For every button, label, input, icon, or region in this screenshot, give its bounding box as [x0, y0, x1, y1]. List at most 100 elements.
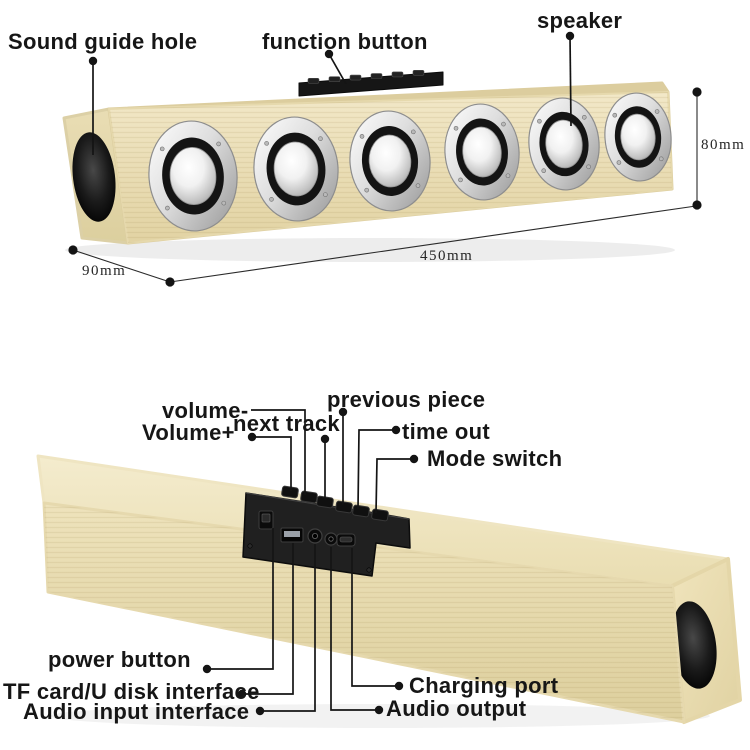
sound-guide-hole-front — [72, 132, 116, 222]
speaker-screw — [364, 187, 370, 193]
leader-dot-audio-output — [374, 705, 384, 715]
speaker-screw — [616, 160, 622, 165]
speaker-screw — [318, 136, 323, 141]
speaker-screw — [221, 200, 227, 206]
speaker-driver-2 — [253, 116, 339, 222]
function-button-strip — [298, 69, 444, 97]
leader-dot-function-button — [324, 49, 334, 59]
dimension-dot — [165, 277, 175, 287]
leader-line-speaker — [569, 35, 572, 127]
speaker-screw — [501, 121, 506, 127]
leader-line-time-out — [357, 429, 396, 510]
panel-screw-left — [247, 543, 253, 549]
speaker-cone — [620, 113, 656, 161]
label-audio-input: Audio input interface — [23, 699, 250, 724]
charging-port-pin — [339, 536, 353, 543]
rear-face-wood-grain — [44, 503, 684, 722]
speaker-screw — [415, 183, 421, 188]
speaker-screw — [410, 129, 416, 135]
audio-output-jack-hole — [328, 536, 334, 542]
speaker-cone — [169, 147, 217, 205]
control-panel — [242, 485, 411, 577]
leader-dot-mode-switch — [409, 454, 419, 464]
speaker-driver-6 — [604, 92, 672, 182]
speaker-screw — [359, 134, 365, 139]
leader-dot-speaker — [565, 31, 575, 41]
speaker-screw — [537, 118, 542, 124]
speaker-cone — [273, 141, 319, 197]
speaker-screw — [654, 109, 660, 114]
leader-dot-previous-piece — [338, 407, 348, 417]
panel-top-button-6 — [371, 508, 389, 522]
leader-dot-power-button — [202, 664, 212, 674]
sound-guide-hole-rear — [671, 601, 717, 689]
label-power-button: power button — [48, 647, 191, 672]
dimension-height-80mm: 80mm — [701, 137, 746, 153]
label-speaker: speaker — [537, 8, 623, 33]
speaker-screw — [505, 173, 511, 179]
speaker-screw — [541, 168, 547, 174]
dimension-depth-90mm: 90mm — [82, 263, 127, 279]
front-view-shadow — [65, 238, 675, 262]
leader-line-tf-card — [242, 543, 294, 695]
label-charging-port: Charging port — [409, 673, 559, 698]
speaker-screw — [165, 205, 170, 211]
leader-line-function-button — [328, 53, 347, 85]
speaker-screw — [453, 125, 459, 131]
dimension-dot — [692, 200, 702, 210]
speaker-screw — [159, 146, 165, 152]
speaker-screw — [264, 141, 269, 146]
label-next-track: next track — [233, 411, 340, 436]
dimension-dot — [692, 87, 702, 97]
panel-screw-right — [366, 567, 372, 573]
panel-top-button-2 — [300, 490, 318, 504]
function-strip-key — [391, 71, 404, 78]
leader-dot-next-track — [320, 434, 330, 444]
function-strip-key — [328, 76, 341, 83]
function-strip-key — [307, 78, 320, 84]
speaker-screw — [586, 164, 591, 170]
leader-dot-sound-guide-hole — [88, 56, 98, 66]
dimension-dot — [68, 245, 78, 255]
panel-top-button-1 — [281, 485, 299, 499]
speaker-driver-1 — [148, 120, 238, 232]
label-sound-guide-hole: Sound guide hole — [8, 29, 198, 54]
speaker-cone — [368, 134, 412, 188]
leader-line-audio-output — [330, 547, 379, 711]
speaker-driver-5 — [528, 97, 600, 191]
function-strip-key — [349, 74, 362, 81]
speaker-cone — [462, 126, 502, 178]
label-time-out: time out — [402, 419, 490, 444]
speaker-screw — [323, 192, 328, 197]
leader-line-volume-minus — [251, 409, 306, 495]
leader-dot-time-out — [391, 425, 401, 435]
label-audio-output: Audio output — [386, 696, 527, 721]
leader-line-audio-input — [260, 544, 316, 712]
panel-top-button-4 — [335, 500, 353, 514]
rear-view-shadow — [50, 704, 710, 728]
speaker-driver-3 — [349, 110, 431, 212]
label-mode-switch: Mode switch — [427, 446, 563, 471]
speaker-screw — [658, 156, 664, 162]
speaker-screw — [269, 197, 274, 202]
label-tf-card: TF card/U disk interface — [3, 679, 260, 704]
leader-line-mode-switch — [375, 458, 414, 514]
function-strip-key — [370, 73, 383, 79]
speaker-screw — [612, 112, 618, 118]
label-previous-piece: previous piece — [327, 387, 486, 412]
leader-dot-charging-port — [394, 681, 404, 691]
speaker-screw — [581, 114, 587, 120]
panel-top-button-5 — [352, 504, 370, 518]
aux-input-jack-hole — [311, 533, 318, 540]
function-strip-key — [412, 69, 425, 76]
speaker-screw — [216, 141, 221, 147]
leader-dot-volume-plus — [247, 432, 257, 442]
dimension-line-90mm — [72, 249, 171, 283]
speaker-driver-4 — [444, 103, 520, 201]
dimension-length-450mm: 450mm — [420, 248, 474, 264]
dimension-line-450mm — [169, 205, 697, 283]
label-volume-plus: Volume+ — [142, 420, 235, 445]
leader-dot-tf-card — [237, 689, 247, 699]
